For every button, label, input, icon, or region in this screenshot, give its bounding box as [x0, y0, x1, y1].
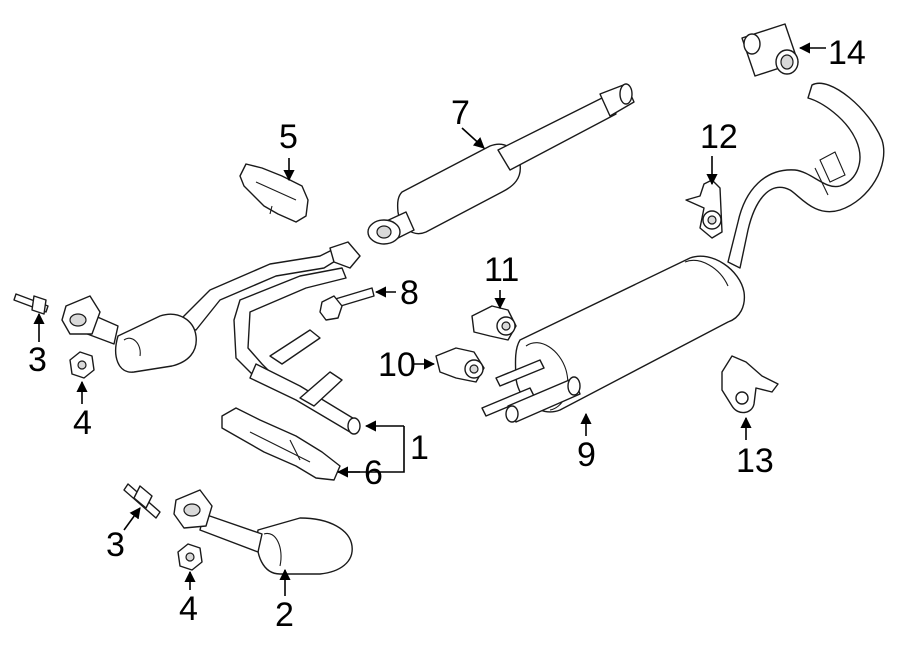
stud-lower [123, 483, 161, 519]
callout-2: 2 [275, 596, 294, 634]
leader-7 [461, 127, 485, 149]
bolt-8 [319, 287, 375, 321]
front-pipe-assembly [175, 241, 361, 435]
callout-4-upper: 4 [73, 404, 92, 442]
callout-1: 1 [410, 429, 429, 467]
hanger-bracket-12 [685, 179, 723, 239]
nut-lower [177, 543, 203, 571]
nut-upper [69, 351, 95, 379]
callout-7: 7 [451, 94, 470, 132]
hanger-11 [471, 305, 517, 341]
callout-3-upper: 3 [28, 341, 47, 379]
callout-10: 10 [378, 346, 416, 384]
tail-pipe [727, 82, 885, 269]
bracket-13 [721, 355, 779, 414]
rear-muffler [481, 255, 746, 423]
callout-8: 8 [400, 274, 419, 312]
heat-shield-6 [221, 407, 341, 481]
callout-5: 5 [279, 118, 298, 156]
resonator [367, 83, 635, 245]
callout-12: 12 [700, 118, 738, 156]
leader-3b [123, 507, 141, 531]
callout-labels: 3 4 5 7 8 1 6 10 11 12 9 13 14 3 4 2 [28, 34, 866, 634]
callout-3-lower: 3 [106, 526, 125, 564]
callout-11: 11 [484, 251, 519, 289]
catalytic-converter-lower [173, 489, 353, 575]
callout-14: 14 [828, 34, 866, 72]
callout-4-lower: 4 [179, 590, 198, 628]
callout-6: 6 [364, 454, 383, 492]
hanger-10 [435, 347, 485, 383]
leader-lines [33, 42, 826, 596]
callout-13: 13 [736, 442, 774, 480]
catalytic-converter-upper [61, 295, 197, 373]
heat-shield-5 [239, 163, 309, 223]
exhaust-tip [741, 23, 799, 77]
stud-upper [13, 293, 49, 315]
callout-9: 9 [577, 436, 596, 474]
